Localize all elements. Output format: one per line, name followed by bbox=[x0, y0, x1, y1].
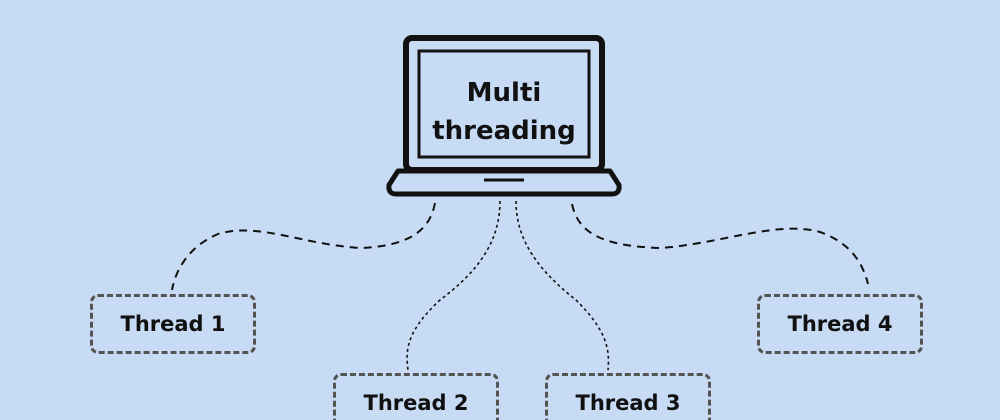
center-title: Multi threading bbox=[432, 78, 576, 146]
thread-box-4: Thread 4 bbox=[757, 294, 923, 354]
connector-thread-1 bbox=[171, 202, 436, 291]
connector-thread-4 bbox=[571, 203, 869, 285]
thread-box-1: Thread 1 bbox=[90, 294, 256, 354]
laptop-icon: Multi threading bbox=[386, 34, 622, 198]
connector-thread-2 bbox=[406, 200, 501, 371]
thread-box-3: Thread 3 bbox=[545, 373, 711, 420]
thread-box-2: Thread 2 bbox=[333, 373, 499, 420]
connector-thread-3 bbox=[515, 200, 610, 371]
